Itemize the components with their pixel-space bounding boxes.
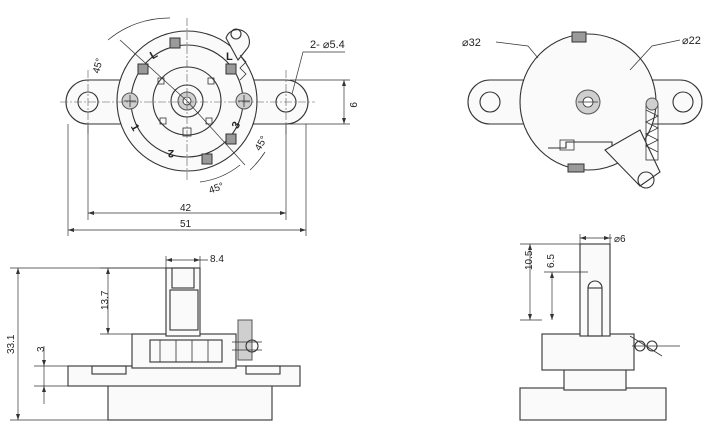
top-view [60,17,350,236]
terminal-label-3: 3 [230,120,243,131]
dim-42-label: 42 [180,203,192,214]
terminal-label-1: 1 [128,122,141,133]
terminal-label-2: 2 [168,147,174,159]
angle-label-top: 45° [91,57,106,74]
front-view [10,256,301,421]
dim-3-label: 3 [36,346,47,352]
dia-32-label: ⌀32 [462,37,481,49]
dia-22-label: ⌀22 [682,35,701,47]
dim-10-5-label: 10.5 [524,250,535,270]
dim-51-label: 51 [180,219,192,230]
terminal-label-L-right: L [226,51,233,63]
dia-6-label: ⌀6 [614,234,626,245]
angle-label-right: 45° [253,134,270,153]
back-view [467,31,703,189]
dim-9-label: 9 [347,102,358,108]
dim-6-5-label: 6.5 [546,254,557,268]
dim-13-7-label: 13.7 [100,290,111,310]
hole-callout-label: 2- ⌀5.4 [310,39,345,51]
dim-8-4-label: 8.4 [210,254,224,265]
side-view [519,234,680,421]
dim-33-1-label: 33.1 [6,334,17,354]
angle-label-bottom: 45° [208,181,226,197]
